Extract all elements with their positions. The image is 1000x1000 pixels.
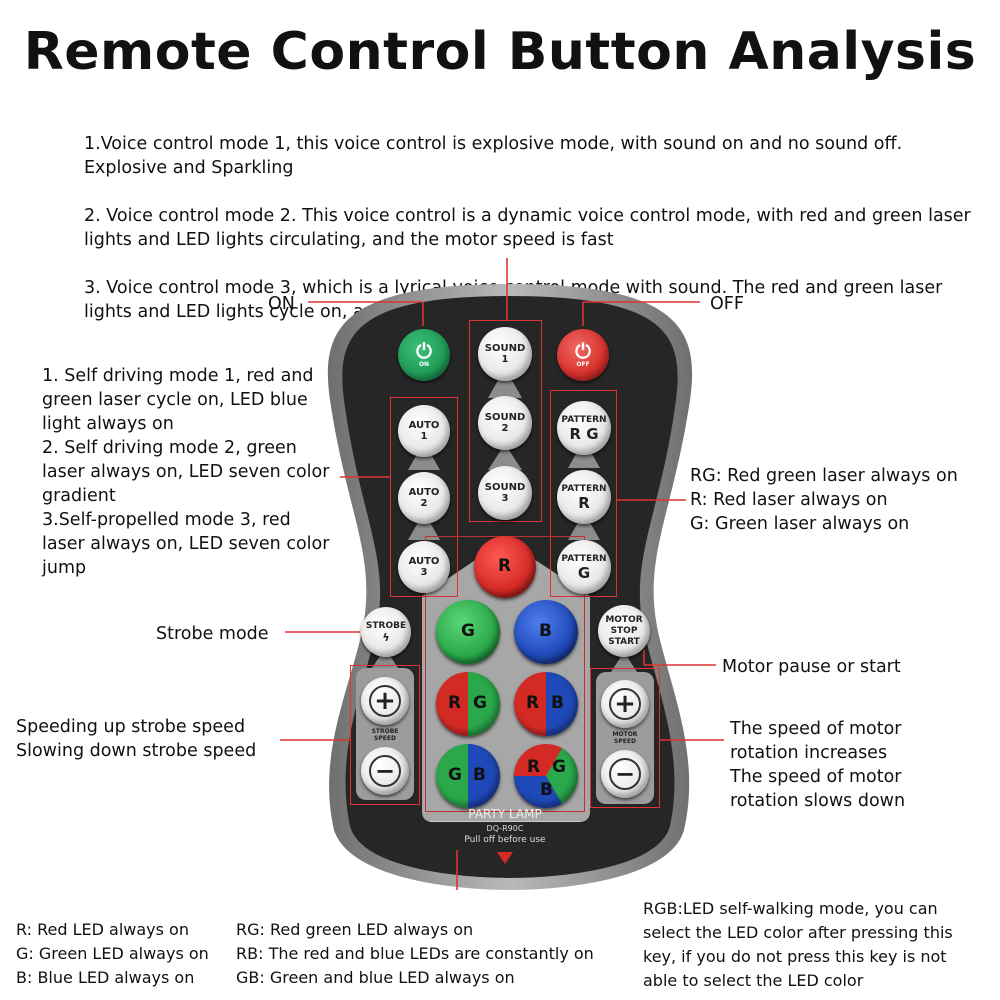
off-callout: OFF xyxy=(710,294,744,314)
sound-2-button[interactable]: SOUND 2 xyxy=(478,396,532,450)
power-off-button[interactable]: ⏻ OFF xyxy=(557,329,609,381)
motor-pause-callout: Motor pause or start xyxy=(722,657,901,677)
sound-group-box xyxy=(469,320,542,522)
power-on-label: ON xyxy=(418,361,430,368)
power-icon: ⏻ xyxy=(575,339,591,363)
auto-group-box xyxy=(390,397,458,597)
minus-icon: − xyxy=(609,758,641,790)
power-icon: ⏻ xyxy=(416,339,432,363)
motor-speed-box xyxy=(590,668,660,808)
lightning-icon: ϟ xyxy=(382,630,390,644)
pattern-callout: RG: Red green laser always on R: Red las… xyxy=(690,466,958,534)
motor-speed-callout: The speed of motor rotation increases Th… xyxy=(730,719,906,811)
model-label: DQ-R90C xyxy=(486,824,524,833)
plus-icon: + xyxy=(609,688,641,720)
led-rgb-button[interactable]: R G B xyxy=(514,744,578,808)
pull-off-label: Pull off before use xyxy=(464,835,546,845)
sound-3-button[interactable]: SOUND 3 xyxy=(478,466,532,520)
motor-stop-start-button[interactable]: MOTOR STOP START xyxy=(598,605,650,657)
led-red-blue-button[interactable]: R B xyxy=(514,672,578,736)
led-green-blue-button[interactable]: G B xyxy=(436,744,500,808)
led-red-button[interactable]: R xyxy=(474,536,536,598)
pattern-group-box xyxy=(550,390,617,597)
motor-speed-label: MOTOR SPEED xyxy=(612,731,638,745)
minus-icon: − xyxy=(369,755,401,787)
intro-item-2: 2. Voice control mode 2. This voice cont… xyxy=(84,206,971,250)
led-green-button[interactable]: G xyxy=(436,600,500,664)
legend-rgb-mode: RGB:LED self-walking mode, you can selec… xyxy=(643,899,953,990)
plus-icon: + xyxy=(369,685,401,717)
pull-tab-arrow xyxy=(497,852,513,864)
motor-speed-down-button[interactable]: − xyxy=(601,750,649,798)
strobe-speed-box xyxy=(350,665,420,805)
sound-1-button[interactable]: SOUND 1 xyxy=(478,327,532,381)
led-blue-button[interactable]: B xyxy=(514,600,578,664)
auto-2-button[interactable]: AUTO 2 xyxy=(398,472,450,524)
led-red-green-button[interactable]: R G xyxy=(436,672,500,736)
motor-speed-up-button[interactable]: + xyxy=(601,680,649,728)
auto-3-button[interactable]: AUTO 3 xyxy=(398,541,450,593)
self-driving-callout: 1. Self driving mode 1, red and green la… xyxy=(42,366,330,578)
legend-single-colors: R: Red LED always on G: Green LED always… xyxy=(16,920,209,987)
strobe-mode-callout: Strobe mode xyxy=(156,624,269,644)
pattern-rg-button[interactable]: PATTERN R G xyxy=(557,401,611,455)
legend-dual-colors: RG: Red green LED always on RB: The red … xyxy=(236,920,594,987)
power-on-button[interactable]: ⏻ ON xyxy=(398,329,450,381)
pattern-r-button[interactable]: PATTERN R xyxy=(557,470,611,524)
page-title: Remote Control Button Analysis xyxy=(23,22,977,82)
strobe-speed-down-button[interactable]: − xyxy=(361,747,409,795)
strobe-button[interactable]: STROBE ϟ xyxy=(361,607,411,657)
auto-1-button[interactable]: AUTO 1 xyxy=(398,405,450,457)
brand-label: PARTY LAMP xyxy=(430,808,580,822)
pattern-g-button[interactable]: PATTERN G xyxy=(557,540,611,594)
strobe-speed-label: STROBE SPEED xyxy=(371,728,399,742)
on-callout: ON xyxy=(268,294,295,314)
power-off-label: OFF xyxy=(576,361,590,368)
intro-item-1: 1.Voice control mode 1, this voice contr… xyxy=(84,134,903,178)
strobe-speed-up-button[interactable]: + xyxy=(361,677,409,725)
strobe-speed-callout: Speeding up strobe speed Slowing down st… xyxy=(16,717,257,761)
